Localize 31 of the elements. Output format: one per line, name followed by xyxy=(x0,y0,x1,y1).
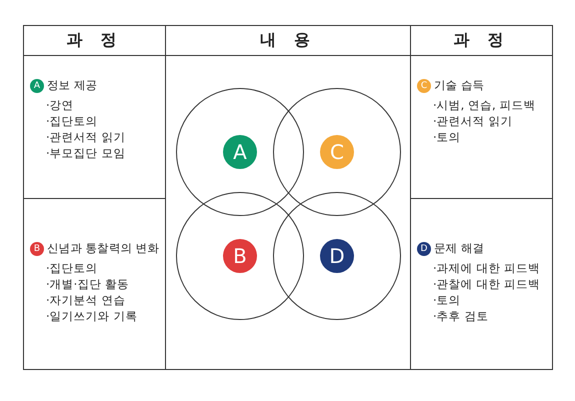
list-item: ·부모집단 모임 xyxy=(46,145,126,161)
list-item: ·강연 xyxy=(46,97,75,113)
list-item: ·집단토의 xyxy=(46,260,99,276)
list-item: ·토의 xyxy=(433,129,462,145)
list-item: ·시범, 연습, 피드백 xyxy=(433,97,536,113)
list-item: ·관찰에 대한 피드백 xyxy=(433,276,541,292)
letter-badge: C xyxy=(417,78,431,92)
list-item: ·과제에 대한 피드백 xyxy=(433,260,541,276)
list-item: ·개별·집단 활동 xyxy=(46,276,130,292)
venn-circle xyxy=(176,88,304,216)
list-item: ·자기분석 연습 xyxy=(46,292,126,308)
list-item: ·관련서적 읽기 xyxy=(46,129,126,145)
venn-circle xyxy=(273,88,401,216)
venn-circle xyxy=(176,192,304,320)
section-heading: 문제 해결 xyxy=(434,241,484,256)
letter-badge: D xyxy=(417,242,431,256)
header-cell: 과 정 xyxy=(23,25,166,56)
list-item: ·관련서적 읽기 xyxy=(433,113,514,129)
venn-circle xyxy=(273,192,401,320)
list-item: ·일기쓰기와 기록 xyxy=(46,308,138,324)
header-cell: 과 정 xyxy=(410,25,553,56)
section-heading: 정보 제공 xyxy=(47,78,98,93)
list-item: ·토의 xyxy=(433,292,462,308)
list-item: ·추후 검토 xyxy=(433,308,490,324)
process-cell xyxy=(410,198,553,370)
process-cell xyxy=(23,198,166,370)
section-heading: 신념과 통찰력의 변화 xyxy=(47,241,160,256)
letter-badge: B xyxy=(30,242,44,256)
section-heading: 기술 습득 xyxy=(434,78,484,93)
letter-badge: A xyxy=(30,78,44,92)
list-item: ·집단토의 xyxy=(46,113,99,129)
